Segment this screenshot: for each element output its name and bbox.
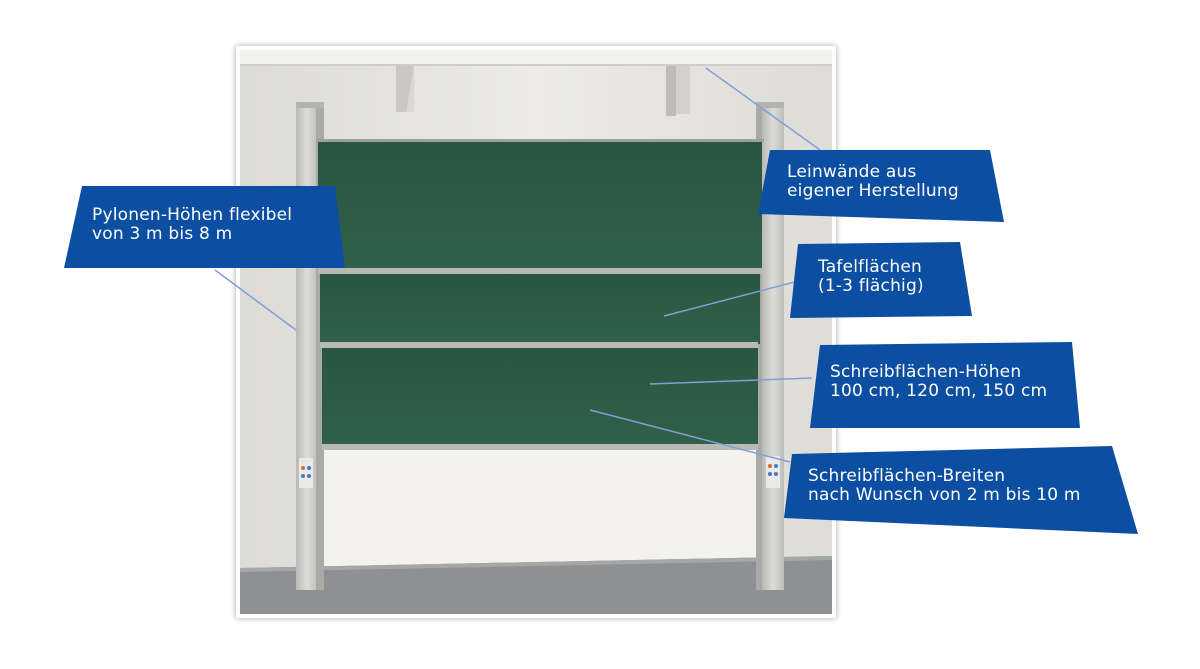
leader-line-writing-heights [649,377,813,385]
board-panel-middle [320,274,760,348]
callout-bg-writing-widths [784,446,1138,534]
callout-writing-widths: Schreibflächen-Breiten nach Wunsch von 2… [808,467,1081,505]
leader-line-pylon [214,269,297,331]
callout-bg-pylon-heights [64,186,345,268]
leader-line-board-surfaces [663,277,811,317]
right-pylon [756,102,784,590]
callout-line: von 3 m bis 8 m [92,224,233,244]
callout-line: Schreibflächen-Breiten [808,466,1006,486]
leader-line-writing-widths [589,409,791,463]
callout-line: eigener Herstellung [787,181,959,201]
callout-bg-writing-heights [810,342,1080,428]
callout-line: (1-3 flächig) [818,276,924,296]
callout-line: 100 cm, 120 cm, 150 cm [830,381,1048,401]
board-panel-top [316,139,764,274]
callout-line: nach Wunsch von 2 m bis 10 m [808,485,1081,505]
callout-line: Schreibflächen-Höhen [830,362,1022,382]
callout-line: Leinwände aus [787,162,917,182]
leader-line-screens [705,67,821,151]
callout-line: Tafelflächen [818,257,923,277]
photo-content [240,50,832,614]
leader-lines [214,67,821,463]
board-panel-bottom [322,348,758,450]
callout-bg-screens [758,150,1004,222]
callout-writing-heights: Schreibflächen-Höhen 100 cm, 120 cm, 150… [830,363,1047,401]
callout-board-surfaces: Tafelflächen (1-3 flächig) [818,258,924,296]
callout-bg-board-surfaces [790,242,972,318]
callout-pylon-heights: Pylonen-Höhen flexibel von 3 m bis 8 m [92,206,292,244]
callout-shapes [64,150,1138,534]
callout-screens: Leinwände aus eigener Herstellung [787,163,959,201]
callout-line: Pylonen-Höhen flexibel [92,205,293,225]
